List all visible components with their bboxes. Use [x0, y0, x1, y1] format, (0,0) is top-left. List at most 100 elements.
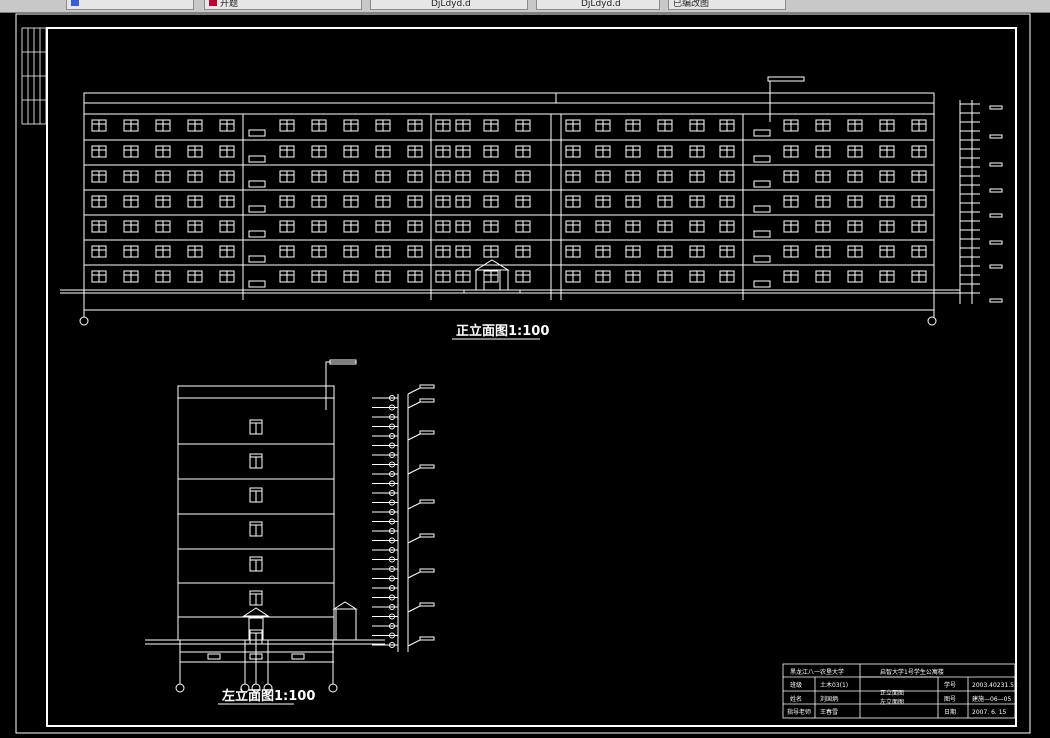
svg-text:2003.40231.52: 2003.40231.52 — [972, 682, 1018, 689]
window — [815, 270, 831, 283]
cad-drawing-canvas[interactable]: 正立面图1:100 左立面图1:100 — [0, 12, 1050, 738]
window — [911, 245, 927, 258]
window — [625, 195, 641, 208]
window — [515, 170, 531, 183]
binding-strip — [21, 27, 47, 125]
window — [91, 245, 107, 258]
side-axis-bubbles — [175, 640, 338, 693]
window — [91, 195, 107, 208]
taskbar-button-5[interactable]: 已编改图 — [668, 0, 786, 10]
front-elevation: 正立面图1:100 — [60, 76, 1003, 340]
side-window — [249, 487, 263, 503]
window — [879, 145, 895, 158]
window — [815, 170, 831, 183]
window — [689, 145, 705, 158]
svg-text:土木03(1): 土木03(1) — [820, 681, 848, 689]
front-facade-outline — [83, 92, 935, 291]
window — [343, 119, 359, 132]
side-window — [249, 556, 263, 572]
svg-text:2007. 6. 15: 2007. 6. 15 — [972, 709, 1007, 716]
window — [483, 145, 499, 158]
side-door-canopy — [242, 607, 270, 617]
stair-window — [753, 255, 771, 263]
window — [407, 270, 423, 283]
window — [279, 119, 295, 132]
window — [911, 170, 927, 183]
window — [515, 195, 531, 208]
window — [155, 245, 171, 258]
window — [455, 119, 471, 132]
window — [187, 220, 203, 233]
window — [515, 270, 531, 283]
window — [91, 220, 107, 233]
window — [565, 245, 581, 258]
window — [783, 270, 799, 283]
window — [375, 245, 391, 258]
main-entrance — [463, 259, 521, 294]
window — [123, 119, 139, 132]
window — [407, 145, 423, 158]
window — [657, 195, 673, 208]
window — [689, 270, 705, 283]
taskbar-button-2[interactable]: 开题 — [204, 0, 362, 10]
window — [565, 145, 581, 158]
window — [123, 170, 139, 183]
window — [219, 195, 235, 208]
annotation-leader — [767, 76, 805, 82]
window — [719, 270, 735, 283]
side-elevation: 左立面图1:100 — [145, 359, 435, 705]
window — [515, 119, 531, 132]
window — [279, 245, 295, 258]
window — [689, 170, 705, 183]
window — [783, 195, 799, 208]
window — [625, 170, 641, 183]
taskbar-button-4[interactable]: DjLdyd.d — [536, 0, 660, 10]
window — [123, 145, 139, 158]
window — [279, 145, 295, 158]
window — [455, 195, 471, 208]
app-icon — [71, 0, 79, 6]
window — [375, 145, 391, 158]
window — [847, 170, 863, 183]
window — [435, 220, 451, 233]
window — [657, 270, 673, 283]
side-window — [249, 453, 263, 469]
window — [625, 270, 641, 283]
axis-bubble-left — [79, 316, 89, 326]
stair-window — [248, 180, 266, 188]
svg-text:学号: 学号 — [944, 681, 956, 689]
window — [719, 220, 735, 233]
window — [455, 270, 471, 283]
window — [483, 170, 499, 183]
window — [343, 270, 359, 283]
window — [187, 195, 203, 208]
window — [483, 245, 499, 258]
window — [375, 195, 391, 208]
side-window — [249, 590, 263, 606]
taskbar-button-3[interactable]: DjLdyd.d — [370, 0, 528, 10]
window — [595, 170, 611, 183]
window — [279, 270, 295, 283]
svg-text:图号: 图号 — [944, 696, 956, 703]
window — [847, 145, 863, 158]
window — [689, 195, 705, 208]
window — [719, 245, 735, 258]
taskbar-button-1[interactable] — [66, 0, 194, 10]
window — [343, 245, 359, 258]
window — [219, 270, 235, 283]
axis-bubble-right — [927, 316, 937, 326]
window — [311, 170, 327, 183]
window — [279, 170, 295, 183]
window — [625, 145, 641, 158]
window — [847, 195, 863, 208]
window — [155, 270, 171, 283]
window — [279, 195, 295, 208]
stair-window — [753, 155, 771, 163]
window — [375, 270, 391, 283]
window — [155, 119, 171, 132]
window — [689, 245, 705, 258]
svg-text:正立面图: 正立面图 — [880, 689, 904, 697]
side-elevation-markers — [372, 384, 435, 652]
window — [219, 220, 235, 233]
window — [719, 170, 735, 183]
